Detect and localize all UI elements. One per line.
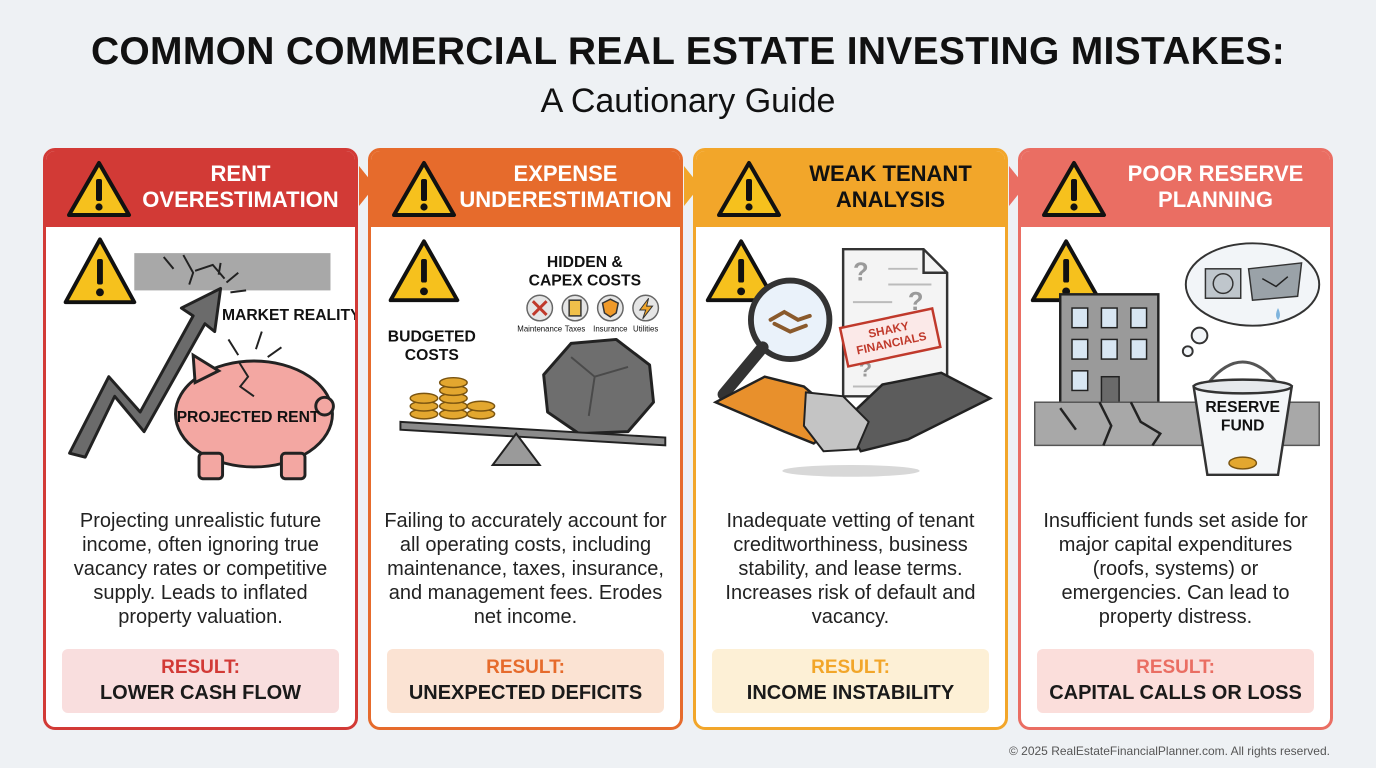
seesaw-icon bbox=[399, 420, 667, 466]
icon-label: Insurance bbox=[593, 325, 627, 334]
card-weak-tenant-analysis: WEAK TENANT ANALYSIS ? ? ? SHAKYFINANCIA… bbox=[693, 148, 1008, 730]
card-description: Projecting unrealistic future income, of… bbox=[73, 510, 328, 628]
result-label: RESULT: bbox=[811, 657, 890, 678]
thought-bubble-icon bbox=[1181, 242, 1321, 358]
result-value: UNEXPECTED DEFICITS bbox=[408, 682, 643, 704]
card-title: POOR RESERVE PLANNING bbox=[1127, 161, 1304, 212]
insurance-icon bbox=[596, 294, 624, 322]
card-title: WEAK TENANT ANALYSIS bbox=[809, 161, 972, 212]
coin-stack-icon bbox=[409, 376, 496, 420]
taxes-icon bbox=[561, 294, 589, 322]
projected-rent-label: PROJECTED RENT bbox=[177, 409, 320, 426]
chevron-right-icon bbox=[1009, 166, 1025, 206]
handshake-icon bbox=[712, 371, 993, 477]
market-ceiling-icon bbox=[134, 253, 331, 291]
bucket-icon bbox=[1192, 360, 1294, 477]
card-title: EXPENSE UNDERESTIMATION bbox=[459, 161, 672, 212]
warning-icon bbox=[705, 239, 777, 303]
warning-icon bbox=[1030, 239, 1102, 303]
svg-text:?: ? bbox=[908, 288, 924, 316]
maintenance-icon bbox=[526, 294, 554, 322]
icon-label: Taxes bbox=[565, 325, 586, 334]
utilities-icon bbox=[632, 294, 660, 322]
chevron-right-icon bbox=[359, 166, 375, 206]
warning-icon bbox=[67, 161, 131, 217]
weak-tenant-analysis-illustration: ? ? ? SHAKYFINANCIALS bbox=[705, 239, 993, 477]
icon-label: Maintenance bbox=[517, 325, 562, 334]
card-description: Insufficient funds set aside for major c… bbox=[1043, 510, 1308, 628]
page-title: COMMON COMMERCIAL REAL ESTATE INVESTING … bbox=[90, 30, 1286, 73]
stamp-icon: SHAKYFINANCIALS bbox=[838, 307, 942, 368]
magnifier-icon bbox=[717, 277, 833, 401]
result-value: INCOME INSTABILITY bbox=[746, 682, 955, 704]
result-value: LOWER CASH FLOW bbox=[99, 682, 302, 704]
card-title: RENT OVERESTIMATION bbox=[142, 161, 339, 212]
result-box: RESULT: LOWER CASH FLOW bbox=[62, 649, 339, 713]
boulder-icon bbox=[542, 337, 655, 436]
copyright-footer: © 2025 RealEstateFinancialPlanner.com. A… bbox=[1008, 744, 1330, 758]
svg-text:?: ? bbox=[853, 259, 869, 287]
piggy-bank-icon bbox=[174, 331, 335, 481]
card-expense-underestimation: EXPENSE UNDERESTIMATION HIDDEN &CAPEX CO… bbox=[368, 148, 683, 730]
card-header: EXPENSE UNDERESTIMATION bbox=[371, 151, 680, 227]
card-header: RENT OVERESTIMATION bbox=[46, 151, 355, 227]
result-value: CAPITAL CALLS OR LOSS bbox=[1049, 682, 1302, 704]
expense-underestimation-illustration: HIDDEN &CAPEX COSTS Maintenance Taxes In… bbox=[388, 239, 667, 466]
card-header: WEAK TENANT ANALYSIS bbox=[696, 151, 1005, 227]
warning-icon bbox=[717, 161, 781, 217]
warning-icon bbox=[388, 239, 460, 303]
hidden-costs-label: HIDDEN &CAPEX COSTS bbox=[529, 254, 641, 290]
result-box: RESULT: CAPITAL CALLS OR LOSS bbox=[1037, 649, 1314, 713]
card-poor-reserve-planning: POOR RESERVE PLANNING bbox=[1018, 148, 1333, 730]
result-box: RESULT: UNEXPECTED DEFICITS bbox=[387, 649, 664, 713]
icon-label: Utilities bbox=[633, 325, 658, 334]
trend-arrow-icon bbox=[68, 262, 247, 459]
warning-icon bbox=[63, 237, 137, 305]
rent-overestimation-illustration: MARKET REALITY PROJECTED RENT bbox=[63, 237, 355, 481]
warning-icon bbox=[392, 161, 456, 217]
result-label: RESULT: bbox=[1136, 657, 1215, 678]
card-description: Inadequate vetting of tenant creditworth… bbox=[725, 510, 976, 628]
chevron-right-icon bbox=[684, 166, 700, 206]
page-subtitle: A Cautionary Guide bbox=[540, 82, 836, 120]
warning-icon bbox=[1042, 161, 1106, 217]
result-label: RESULT: bbox=[161, 657, 240, 678]
result-label: RESULT: bbox=[486, 657, 565, 678]
building-icon bbox=[1059, 293, 1160, 414]
market-reality-label: MARKET REALITY bbox=[222, 307, 355, 324]
result-box: RESULT: INCOME INSTABILITY bbox=[712, 649, 989, 713]
card-rent-overestimation: RENT OVERESTIMATION MARKET REALITY PROJE… bbox=[43, 148, 358, 730]
card-description: Failing to accurately account for all op… bbox=[384, 510, 667, 628]
card-header: POOR RESERVE PLANNING bbox=[1021, 151, 1330, 227]
